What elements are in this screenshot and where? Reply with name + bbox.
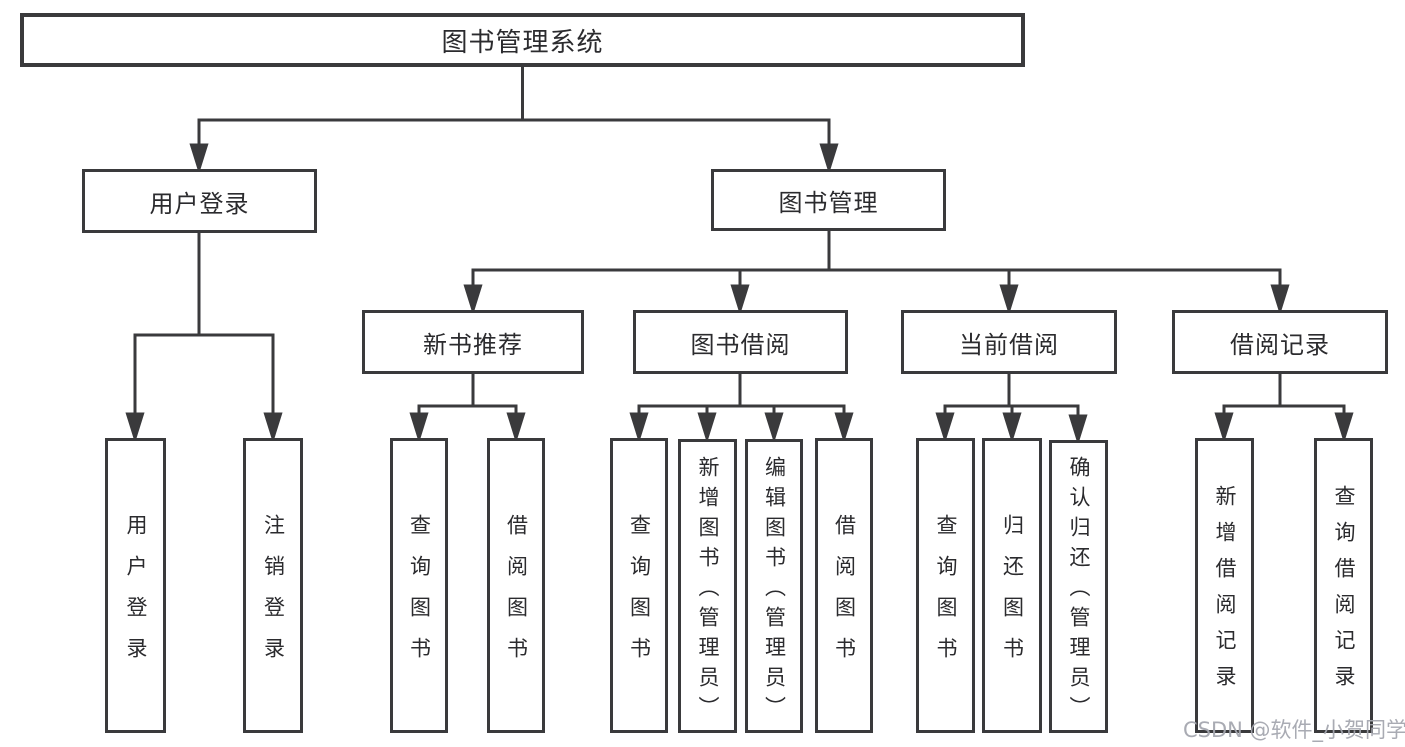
leaf-label: 新增图书（管理员）: [696, 455, 720, 726]
node-book-management: 图书管理: [711, 169, 946, 231]
node-leaf-borrow-books-recommend: 借阅图书: [487, 438, 545, 733]
node-leaf-edit-book-admin: 编辑图书（管理员）: [745, 439, 803, 733]
node-leaf-query-books-current: 查询图书: [916, 438, 975, 733]
leaf-label: 查询图书: [627, 513, 652, 678]
node-leaf-logout: 注销登录: [243, 438, 303, 733]
leaf-label: 查询图书: [934, 513, 958, 678]
node-current-borrowing: 当前借阅: [901, 310, 1117, 374]
leaf-label: 归还图书: [1000, 513, 1025, 678]
leaf-label: 借阅图书: [504, 513, 529, 678]
node-leaf-add-book-admin: 新增图书（管理员）: [678, 439, 737, 733]
leaf-label: 编辑图书（管理员）: [762, 455, 787, 726]
node-book-borrowing: 图书借阅: [633, 310, 848, 374]
node-user-login: 用户登录: [82, 169, 317, 233]
node-new-book-recommend: 新书推荐: [362, 310, 584, 374]
leaf-label: 确认归还（管理员）: [1067, 456, 1091, 726]
leaf-label: 用户登录: [124, 513, 148, 678]
node-leaf-query-books-recommend: 查询图书: [390, 438, 448, 733]
leaf-label: 新增借阅记录: [1213, 485, 1237, 701]
node-leaf-user-login: 用户登录: [105, 438, 166, 733]
node-root-library-system: 图书管理系统: [20, 13, 1025, 67]
leaf-label: 借阅图书: [832, 513, 857, 678]
leaf-label: 注销登录: [261, 513, 286, 678]
node-leaf-return-books: 归还图书: [982, 438, 1042, 733]
leaf-label: 查询图书: [407, 513, 432, 678]
node-leaf-add-borrow-record: 新增借阅记录: [1195, 438, 1254, 733]
leaf-label: 查询借阅记录: [1332, 485, 1356, 701]
node-borrowing-records: 借阅记录: [1172, 310, 1388, 374]
node-leaf-query-borrow-record: 查询借阅记录: [1314, 438, 1373, 733]
node-leaf-borrow-books: 借阅图书: [815, 438, 873, 733]
node-leaf-query-books-borrowing: 查询图书: [610, 438, 668, 733]
csdn-watermark: CSDN @软件_小贺同学: [1183, 718, 1405, 742]
node-leaf-confirm-return-admin: 确认归还（管理员）: [1049, 440, 1108, 733]
